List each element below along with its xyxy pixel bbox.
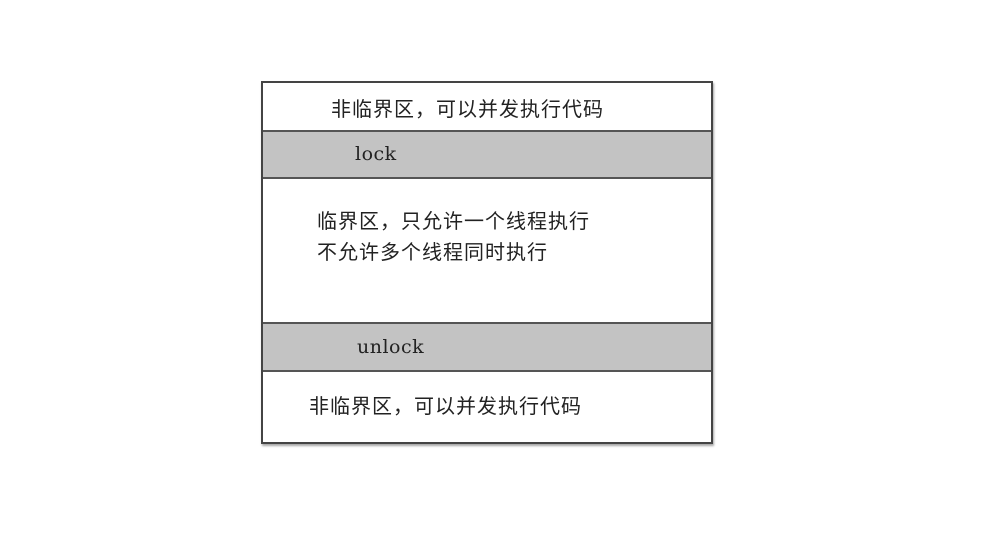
critical-section-diagram: 非临界区，可以并发执行代码 lock 临界区，只允许一个线程执行 不允许多个线程…: [261, 81, 713, 444]
non-critical-section-top: 非临界区，可以并发执行代码: [263, 83, 711, 130]
critical-line-2: 不允许多个线程同时执行: [317, 240, 548, 264]
critical-line-1: 临界区，只允许一个线程执行: [317, 209, 590, 233]
section-label: 非临界区，可以并发执行代码: [309, 394, 582, 418]
unlock-label: unlock: [357, 336, 425, 358]
non-critical-section-bottom: 非临界区，可以并发执行代码: [263, 372, 711, 442]
unlock-band: unlock: [263, 322, 711, 372]
lock-label: lock: [355, 143, 397, 165]
critical-section: 临界区，只允许一个线程执行 不允许多个线程同时执行: [263, 179, 711, 322]
lock-band: lock: [263, 130, 711, 179]
section-label: 非临界区，可以并发执行代码: [331, 97, 604, 121]
